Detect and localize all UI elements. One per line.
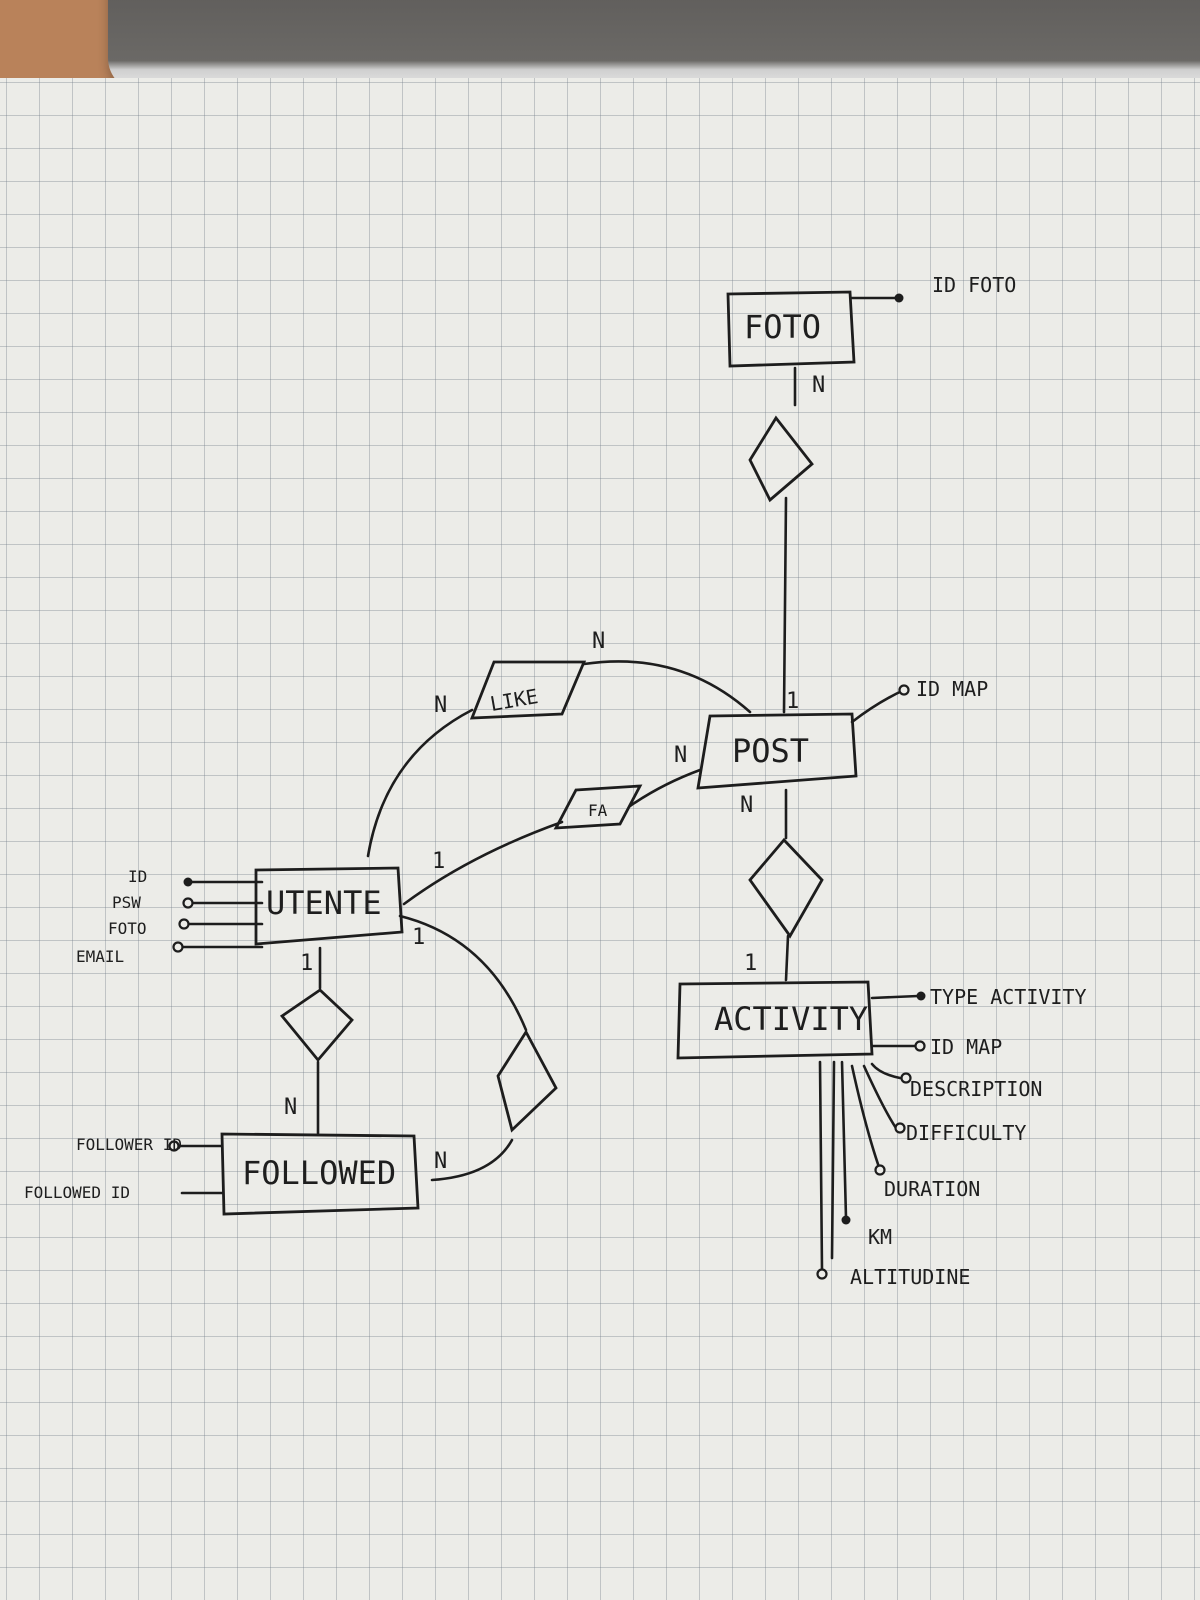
- attr-difficulty: DIFFICULTY: [906, 1121, 1026, 1145]
- line-diamond-activity: [786, 936, 788, 980]
- card-like-left-n: N: [434, 693, 447, 718]
- card-followed-right-n: N: [434, 1149, 447, 1174]
- rel-fa-label: FA: [588, 801, 608, 820]
- line-utente-fa: [404, 822, 562, 904]
- rel-diamond-foto-post: [750, 418, 812, 500]
- card-post-bottom-n: N: [740, 793, 753, 818]
- entity-followed-label: FOLLOWED: [242, 1154, 396, 1192]
- attr-activity-id-map: ID MAP: [930, 1035, 1002, 1059]
- card-fa-post-n: N: [674, 743, 687, 768]
- line-utente-like: [368, 710, 472, 856]
- line-post-idmap: [852, 690, 904, 722]
- card-utente-1: 1: [300, 951, 313, 976]
- card-utente-right-1: 1: [412, 925, 425, 950]
- attr-utente-foto: FOTO: [108, 919, 147, 938]
- rel-fa: FA: [556, 786, 640, 828]
- entity-followed: FOLLOWED: [222, 1134, 418, 1214]
- entity-utente: UTENTE: [256, 868, 402, 944]
- attr-follower-id: FOLLOWER ID: [76, 1135, 182, 1154]
- entity-activity-label: ACTIVITY: [714, 1000, 868, 1038]
- rel-diamond-post-activity: [750, 840, 822, 936]
- entity-post-label: POST: [732, 732, 809, 770]
- card-foto-n: N: [812, 373, 825, 398]
- entity-foto: FOTO: [728, 292, 854, 366]
- entity-activity: ACTIVITY: [678, 982, 872, 1058]
- attr-km: KM: [868, 1225, 892, 1249]
- card-like-right-n: N: [592, 629, 605, 654]
- rel-diamond-utente-followed: [282, 990, 352, 1060]
- card-post-1: 1: [786, 689, 799, 714]
- attr-post-id-map: ID MAP: [916, 677, 988, 701]
- attr-duration: DURATION: [884, 1177, 980, 1201]
- rel-diamond-utente-followed-arc: [498, 1032, 556, 1130]
- line-like-post: [584, 661, 750, 712]
- attr-followed-id: FOLLOWED ID: [24, 1183, 130, 1202]
- attr-description: DESCRIPTION: [910, 1077, 1042, 1101]
- entity-foto-label: FOTO: [744, 308, 821, 346]
- entity-post: POST: [698, 714, 856, 788]
- attr-utente-psw: PSW: [112, 893, 141, 912]
- card-followed-n: N: [284, 1095, 297, 1120]
- attr-id-foto: ID FOTO: [932, 273, 1016, 297]
- attr-type-activity: TYPE ACTIVITY: [930, 985, 1087, 1009]
- attr-altitudine: ALTITUDINE: [850, 1265, 970, 1289]
- entity-utente-label: UTENTE: [266, 884, 382, 922]
- card-fa-utente-1: 1: [432, 849, 445, 874]
- attr-utente-email: EMAIL: [76, 947, 124, 966]
- line-diamond-post: [784, 498, 786, 712]
- rel-like-label: LIKE: [488, 684, 540, 716]
- attr-utente-id: ID: [128, 867, 147, 886]
- card-activity-1: 1: [744, 951, 757, 976]
- rel-like: LIKE: [472, 662, 584, 718]
